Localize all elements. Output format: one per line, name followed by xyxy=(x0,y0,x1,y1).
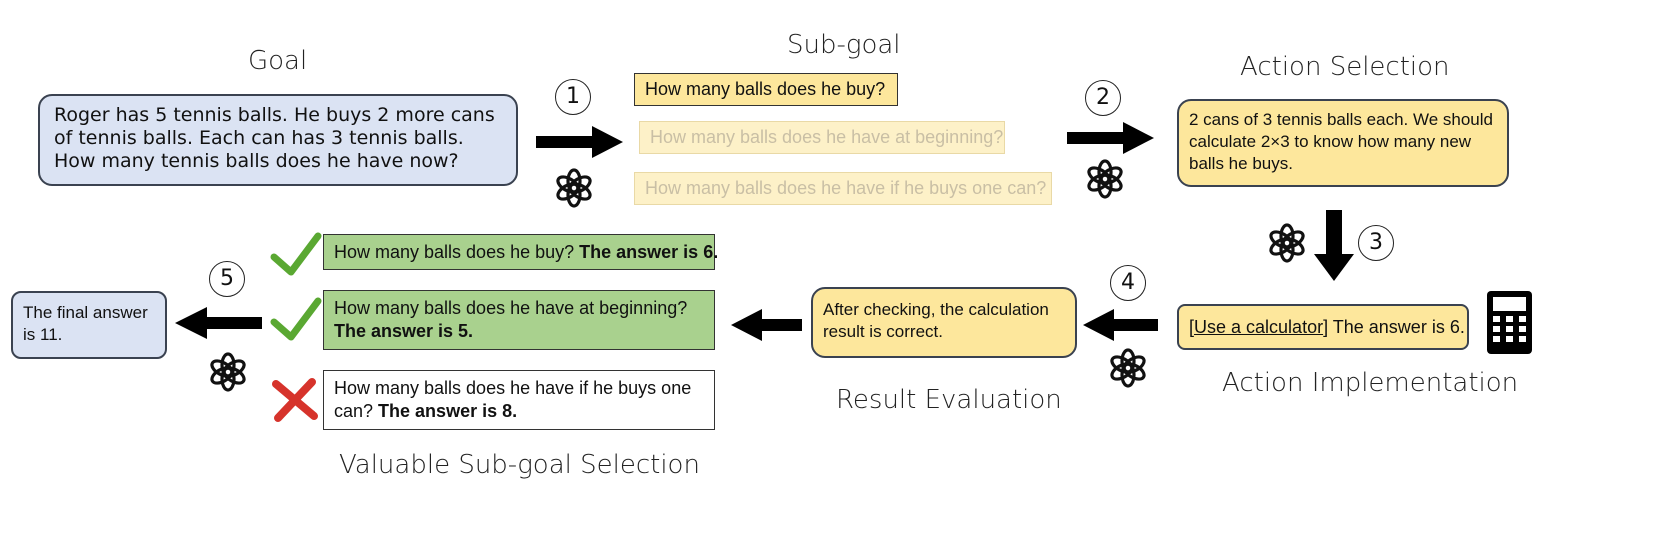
selection-row-2: How many balls does he have at beginning… xyxy=(323,290,715,350)
selection-answer-1: The answer is 6. xyxy=(579,242,719,262)
step-2-badge: 2 xyxy=(1085,80,1121,116)
final-answer-box: The final answer is 11. xyxy=(11,291,167,359)
check-icon-2 xyxy=(270,297,322,341)
action-implementation-title: Action Implementation xyxy=(1222,368,1519,398)
result-evaluation-box: After checking, the calculation result i… xyxy=(811,287,1077,358)
selection-question-3: How many balls does he have if he buys o… xyxy=(334,378,692,421)
subgoal-title: Sub-goal xyxy=(787,30,901,60)
selection-question-1: How many balls does he buy? xyxy=(334,242,580,262)
arrow-action-down xyxy=(1314,210,1354,281)
valuable-selection-title: Valuable Sub-goal Selection xyxy=(339,450,700,480)
subgoal-3: How many balls does he have if he buys o… xyxy=(634,172,1052,205)
check-icon-1 xyxy=(270,232,322,276)
bracket-close: ] xyxy=(1323,317,1329,337)
arrow-selection-to-final xyxy=(175,307,262,339)
action-implementation-box: [Use a calculator] The answer is 6. xyxy=(1177,304,1469,350)
llm-icon-5 xyxy=(207,352,249,392)
goal-box: Roger has 5 tennis balls. He buys 2 more… xyxy=(38,94,518,186)
arrow-goal-to-subgoal xyxy=(536,126,623,158)
selection-answer-3: The answer is 8. xyxy=(378,401,518,421)
subgoal-1: How many balls does he buy? xyxy=(634,73,898,106)
selection-row-1: How many balls does he buy? The answer i… xyxy=(323,234,719,270)
arrow-eval-to-selection xyxy=(731,309,802,341)
result-evaluation-title: Result Evaluation xyxy=(836,385,1062,415)
step-3-badge: 3 xyxy=(1358,225,1394,261)
arrow-impl-to-eval xyxy=(1083,309,1158,341)
llm-icon-4 xyxy=(1107,348,1149,388)
bracket-open: [ xyxy=(1189,317,1195,337)
selection-answer-2: The answer is 5. xyxy=(334,321,474,341)
llm-icon-1 xyxy=(553,168,595,208)
tool-name: Use a calculator xyxy=(1194,317,1324,337)
step-1-badge: 1 xyxy=(555,79,591,115)
action-selection-box: 2 cans of 3 tennis balls each. We should… xyxy=(1177,99,1509,187)
step-4-badge: 4 xyxy=(1110,265,1146,301)
action-selection-title: Action Selection xyxy=(1240,52,1450,82)
subgoal-2: How many balls does he have at beginning… xyxy=(639,121,1005,154)
arrow-subgoal-to-action xyxy=(1067,122,1154,154)
step-5-badge: 5 xyxy=(209,261,245,297)
selection-row-3: How many balls does he have if he buys o… xyxy=(323,370,715,430)
llm-icon-2 xyxy=(1084,159,1126,199)
action-result: The answer is 6. xyxy=(1328,317,1465,337)
calculator-icon xyxy=(1487,291,1532,354)
cross-icon xyxy=(272,378,318,422)
selection-question-2: How many balls does he have at beginning… xyxy=(334,298,688,318)
goal-title: Goal xyxy=(248,46,308,76)
llm-icon-3 xyxy=(1266,223,1308,263)
